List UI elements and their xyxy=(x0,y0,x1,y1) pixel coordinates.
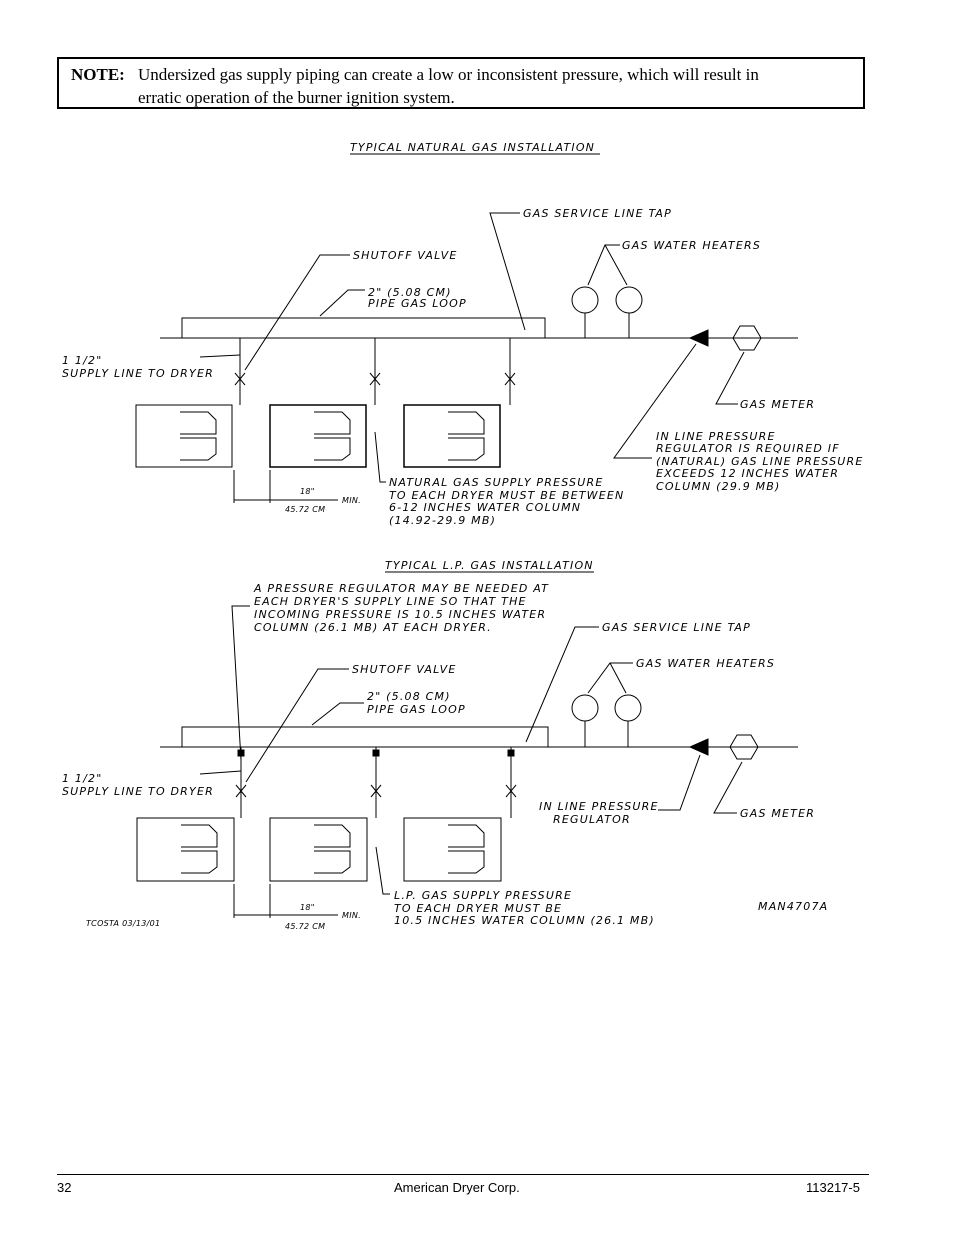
lp-author: TCOSTA 03/13/01 xyxy=(86,919,160,928)
natural-supply-label-2: SUPPLY LINE TO DRYER xyxy=(62,367,214,380)
natural-loop-label-1: 2" (5.08 CM) xyxy=(368,286,452,299)
page-number: 32 xyxy=(57,1180,72,1195)
natural-reg-line-2: REGULATOR IS REQUIRED IF xyxy=(656,442,840,455)
natural-dim-top: 18" xyxy=(300,487,315,496)
lp-water-heaters-label: GAS WATER HEATERS xyxy=(636,657,775,670)
natural-supply-label-1: 1 1/2" xyxy=(62,354,102,367)
lp-water-heater-1 xyxy=(571,694,599,722)
natural-reg-line-3: (NATURAL) GAS LINE PRESSURE xyxy=(656,455,864,468)
lp-dim-top: 18" xyxy=(300,903,315,912)
lp-regulator-note-3: INCOMING PRESSURE IS 10.5 INCHES WATER xyxy=(254,608,546,621)
natural-dim-min: MIN. xyxy=(342,496,361,505)
lp-gas-loop xyxy=(181,726,549,747)
lp-regulator-arrow xyxy=(688,738,709,756)
natural-regulator-arrow xyxy=(688,329,709,347)
lp-meter-label: GAS METER xyxy=(740,807,815,820)
lp-drop-regulator-3 xyxy=(507,749,515,757)
lp-service-tap-label: GAS SERVICE LINE TAP xyxy=(602,621,751,634)
natural-dryer-1 xyxy=(135,404,233,468)
natural-reg-line-1: IN LINE PRESSURE xyxy=(656,430,776,443)
company-name: American Dryer Corp. xyxy=(394,1180,520,1195)
lp-dryer-2 xyxy=(269,817,368,882)
lp-regulator-note-2: EACH DRYER'S SUPPLY LINE SO THAT THE xyxy=(254,595,527,608)
natural-gas-loop xyxy=(181,317,546,338)
note-label: NOTE: xyxy=(71,65,125,84)
lp-valve-3 xyxy=(505,784,517,798)
natural-title: TYPICAL NATURAL GAS INSTALLATION xyxy=(350,141,595,154)
natural-meter-label: GAS METER xyxy=(740,398,815,411)
natural-dim-bottom: 45.72 CM xyxy=(285,505,325,514)
natural-shutoff-label: SHUTOFF VALVE xyxy=(353,249,458,262)
natural-valve-1 xyxy=(234,372,246,386)
natural-pressure-line-4: (14.92-29.9 MB) xyxy=(389,514,496,527)
natural-gas-diagram: TYPICAL NATURAL GAS INSTALLATION xyxy=(62,141,864,527)
lp-regulator-note-1: A PRESSURE REGULATOR MAY BE NEEDED AT xyxy=(253,582,549,595)
note-text: Undersized gas supply piping can create … xyxy=(138,63,858,109)
natural-pressure-line-1: NATURAL GAS SUPPLY PRESSURE xyxy=(389,476,603,489)
natural-water-heater-1 xyxy=(571,286,599,314)
lp-drop-regulator-2 xyxy=(372,749,380,757)
lp-drop-regulator-1 xyxy=(237,749,245,757)
natural-valve-2 xyxy=(369,372,381,386)
note-line-2: erratic operation of the burner ignition… xyxy=(138,88,455,107)
lp-pressure-line-2: TO EACH DRYER MUST BE xyxy=(394,902,562,915)
lp-loop-label-2: PIPE GAS LOOP xyxy=(367,703,466,716)
lp-dryer-1 xyxy=(136,817,235,882)
lp-reg-label-2: REGULATOR xyxy=(553,813,631,826)
natural-water-heater-2 xyxy=(615,286,643,314)
lp-gas-diagram: TYPICAL L.P. GAS INSTALLATION A PRESSURE… xyxy=(62,559,828,931)
lp-valve-2 xyxy=(370,784,382,798)
natural-gas-meter xyxy=(732,325,762,351)
natural-service-tap-label: GAS SERVICE LINE TAP xyxy=(523,207,672,220)
lp-pressure-line-3: 10.5 INCHES WATER COLUMN (26.1 MB) xyxy=(394,914,655,927)
lp-regulator-note-4: COLUMN (26.1 MB) AT EACH DRYER. xyxy=(254,621,492,634)
lp-drawing-number: MAN4707A xyxy=(758,900,828,913)
natural-valve-3 xyxy=(504,372,516,386)
natural-reg-line-4: EXCEEDS 12 INCHES WATER xyxy=(656,467,839,480)
lp-loop-label-1: 2" (5.08 CM) xyxy=(367,690,451,703)
lp-dim-bottom: 45.72 CM xyxy=(285,922,325,931)
natural-dryer-2 xyxy=(269,404,367,468)
lp-dim-min: MIN. xyxy=(342,911,361,920)
footer-rule xyxy=(57,1174,869,1175)
natural-pressure-line-3: 6-12 INCHES WATER COLUMN xyxy=(389,501,581,514)
lp-pressure-line-1: L.P. GAS SUPPLY PRESSURE xyxy=(394,889,572,902)
lp-valve-1 xyxy=(235,784,247,798)
natural-water-heaters-label: GAS WATER HEATERS xyxy=(622,239,761,252)
lp-gas-meter xyxy=(729,734,759,760)
lp-shutoff-label: SHUTOFF VALVE xyxy=(352,663,457,676)
natural-reg-line-5: COLUMN (29.9 MB) xyxy=(656,480,781,493)
lp-supply-label-2: SUPPLY LINE TO DRYER xyxy=(62,785,214,798)
natural-dryer-3 xyxy=(403,404,501,468)
lp-dryer-3 xyxy=(403,817,502,882)
natural-loop-label-2: PIPE GAS LOOP xyxy=(368,297,467,310)
note-box: NOTE: Undersized gas supply piping can c… xyxy=(57,57,865,109)
document-number: 113217-5 xyxy=(806,1180,860,1195)
lp-title: TYPICAL L.P. GAS INSTALLATION xyxy=(385,559,594,572)
lp-water-heater-2 xyxy=(614,694,642,722)
natural-pressure-line-2: TO EACH DRYER MUST BE BETWEEN xyxy=(389,489,624,502)
lp-reg-label-1: IN LINE PRESSURE xyxy=(539,800,659,813)
note-line-1: Undersized gas supply piping can create … xyxy=(138,65,759,84)
lp-supply-label-1: 1 1/2" xyxy=(62,772,102,785)
